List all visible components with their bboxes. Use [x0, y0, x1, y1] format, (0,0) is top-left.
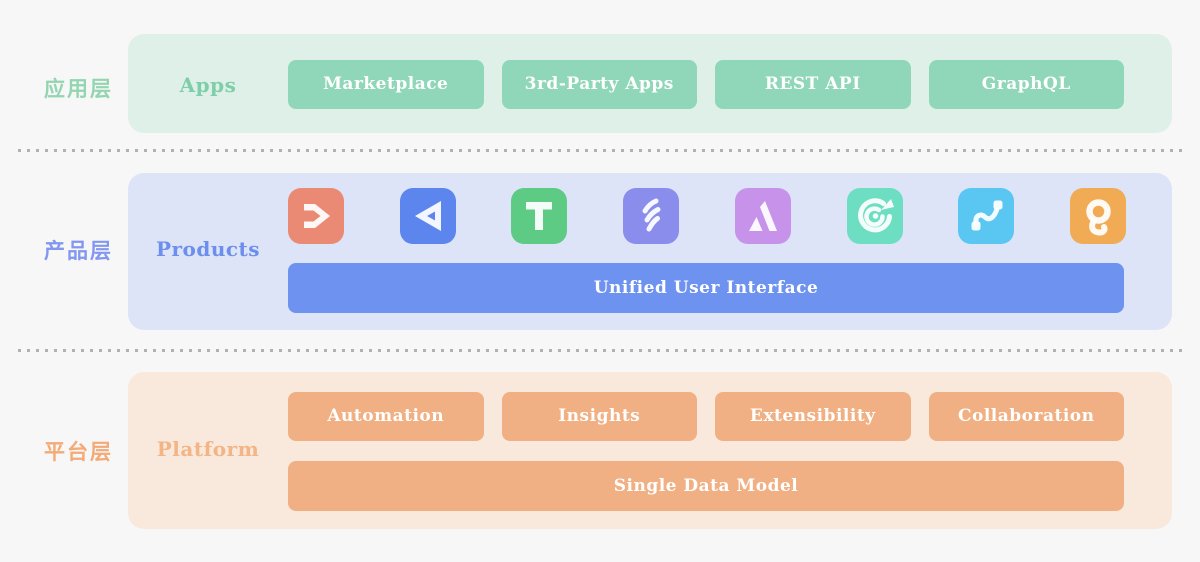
third-party-apps-button[interactable]: 3rd-Party Apps [501, 60, 697, 109]
extensibility-button[interactable]: Extensibility [715, 392, 911, 441]
product-tile-7[interactable] [958, 188, 1015, 244]
single-data-model-bar[interactable]: Single Data Model [288, 461, 1124, 511]
connector-squiggle-icon [958, 188, 1014, 244]
apps-layer-title: Apps [179, 73, 237, 97]
product-tile-1[interactable] [288, 188, 344, 244]
product-tile-2[interactable] [399, 188, 456, 244]
chevron-arrow-icon [288, 188, 344, 244]
graphql-button[interactable]: GraphQL [928, 60, 1124, 109]
product-tile-8[interactable] [1069, 188, 1126, 244]
product-tile-3[interactable] [511, 188, 568, 244]
letter-a-icon [735, 188, 791, 244]
target-arrow-icon [847, 188, 903, 244]
apps-chip-row: Marketplace 3rd-Party Apps REST API Grap… [288, 60, 1124, 109]
product-tile-5[interactable] [734, 188, 791, 244]
platform-layer-panel: Platform Automation Insights Extensibili… [128, 372, 1172, 529]
loop-q-icon [1070, 188, 1126, 244]
feather-icon [623, 188, 679, 244]
automation-button[interactable]: Automation [288, 392, 484, 441]
platform-chip-row: Automation Insights Extensibility Collab… [288, 392, 1124, 441]
side-label-platform-layer: 平台层 [44, 440, 113, 464]
platform-layer-title: Platform [156, 437, 260, 461]
products-layer-panel: Products [128, 173, 1172, 330]
collaboration-button[interactable]: Collaboration [928, 392, 1124, 441]
product-tile-4[interactable] [623, 188, 680, 244]
marketplace-button[interactable]: Marketplace [288, 60, 484, 109]
unified-user-interface-bar[interactable]: Unified User Interface [288, 263, 1124, 313]
insights-button[interactable]: Insights [501, 392, 697, 441]
apps-layer-panel: Apps Marketplace 3rd-Party Apps REST API… [128, 34, 1172, 133]
side-label-apps-layer: 应用层 [44, 77, 113, 101]
side-label-products-layer: 产品层 [44, 239, 113, 263]
product-tile-6[interactable] [846, 188, 903, 244]
products-layer-title: Products [155, 237, 261, 261]
product-icon-row [288, 188, 1126, 244]
dotted-divider [18, 349, 1182, 352]
dotted-divider [18, 149, 1182, 152]
hollow-triangle-icon [400, 188, 456, 244]
rest-api-button[interactable]: REST API [715, 60, 911, 109]
letter-t-icon [511, 188, 567, 244]
